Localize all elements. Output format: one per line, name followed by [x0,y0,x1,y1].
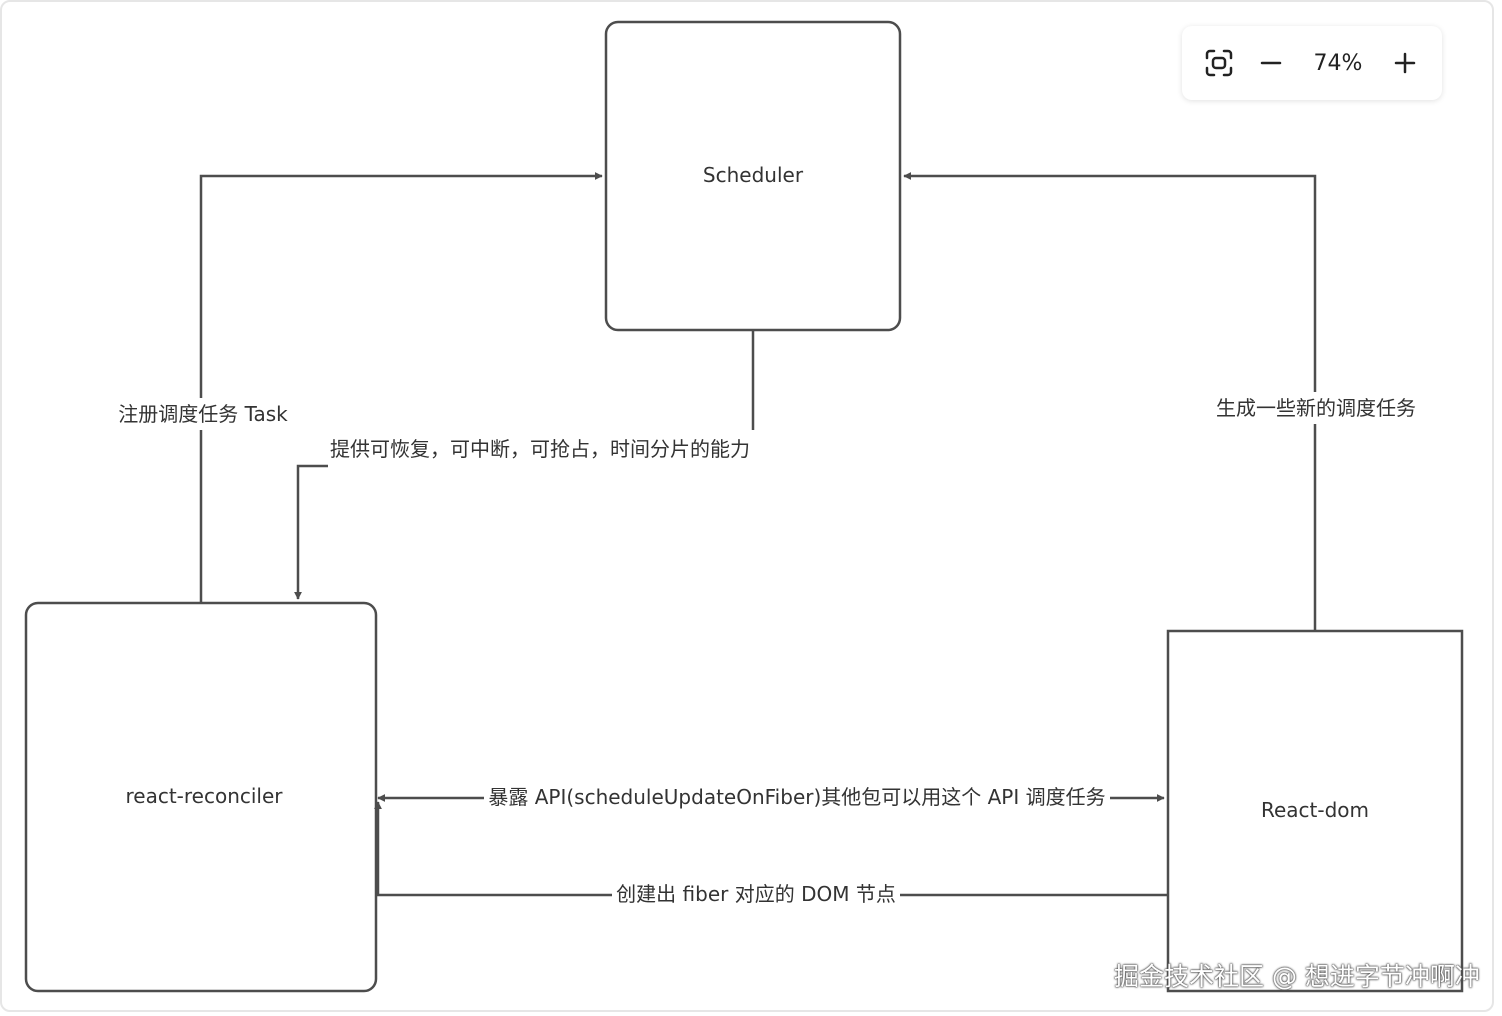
node-react-dom-label: React-dom [1261,798,1369,822]
node-scheduler-label: Scheduler [703,163,804,187]
node-react-reconciler-label: react-reconciler [125,784,283,808]
zoom-out-icon[interactable] [1254,46,1288,80]
edge-new-tasks-label: 生成一些新的调度任务 [1216,396,1416,420]
edge-create-dom[interactable]: 创建出 fiber 对应的 DOM 节点 [374,801,1168,911]
zoom-controls: 74% [1182,26,1442,100]
node-scheduler[interactable]: Scheduler [604,20,902,332]
edge-register-task-label: 注册调度任务 Task [118,402,288,426]
fit-screen-icon[interactable] [1202,46,1236,80]
watermark: 掘金技术社区 @ 想进字节冲啊冲 [1114,962,1480,991]
edge-create-dom-label: 创建出 fiber 对应的 DOM 节点 [616,882,896,906]
node-react-dom[interactable]: React-dom [1166,629,1464,993]
edge-scheduler-capability[interactable]: 提供可恢复，可中断，可抢占，时间分片的能力 [294,330,755,600]
node-react-reconciler[interactable]: react-reconciler [24,601,378,993]
edge-expose-api[interactable]: 暴露 API(scheduleUpdateOnFiber)其他包可以用这个 AP… [377,782,1165,814]
zoom-in-icon[interactable] [1388,46,1422,80]
edge-register-task[interactable]: 注册调度任务 Task [112,172,603,603]
zoom-level: 74% [1313,50,1363,76]
edge-expose-api-label: 暴露 API(scheduleUpdateOnFiber)其他包可以用这个 AP… [488,785,1105,809]
edge-scheduler-capability-label: 提供可恢复，可中断，可抢占，时间分片的能力 [330,437,750,461]
edge-new-tasks[interactable]: 生成一些新的调度任务 [903,172,1424,631]
